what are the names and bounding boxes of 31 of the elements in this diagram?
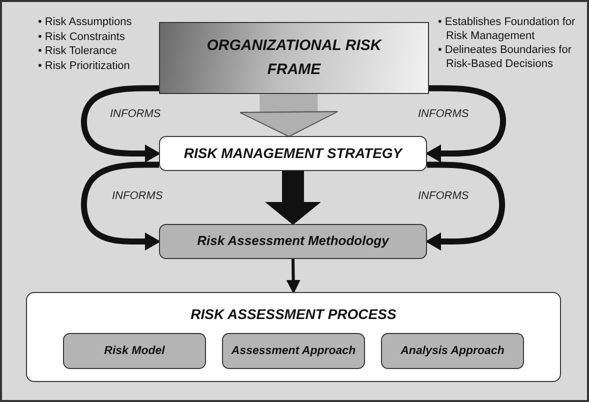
edge-label: INFORMS — [110, 108, 161, 120]
arrow — [265, 171, 321, 225]
arrow — [80, 85, 161, 162]
process-box — [63, 333, 206, 369]
arrow — [286, 258, 300, 294]
container-heading: RISK ASSESSMENT PROCESS — [190, 305, 396, 324]
methodology-box — [159, 224, 427, 259]
box-label: Risk Model — [104, 344, 165, 359]
process-container — [26, 292, 561, 382]
bullet-item: • Risk Tolerance — [38, 45, 118, 58]
process-box — [381, 333, 524, 369]
arrow — [80, 162, 161, 250]
arrow — [239, 94, 338, 137]
edge-label: INFORMS — [418, 190, 469, 202]
arrow — [425, 85, 506, 162]
arrow — [425, 162, 506, 250]
box-label: ORGANIZATIONAL RISK FRAME — [206, 36, 383, 80]
bullet-item: • Delineates Boundaries for Risk-Based Decisions — [438, 44, 572, 71]
box-label: Analysis Approach — [400, 344, 504, 359]
process-box — [222, 333, 365, 369]
strategy-box — [159, 136, 427, 171]
frame-box — [159, 22, 429, 94]
box-label: RISK MANAGEMENT STRATEGY — [184, 144, 402, 164]
bullet-item: • Risk Prioritization — [38, 60, 131, 73]
edge-label: INFORMS — [112, 190, 163, 202]
box-label: Assessment Approach — [231, 344, 356, 359]
bullet-item: • Establishes Foundation for Risk Management — [438, 16, 576, 43]
box-label: Risk Assessment Methodology — [197, 232, 389, 250]
edge-label: INFORMS — [418, 108, 469, 120]
bullet-item: • Risk Constraints — [38, 30, 126, 44]
bullet-item: • Risk Assumptions — [38, 16, 133, 30]
